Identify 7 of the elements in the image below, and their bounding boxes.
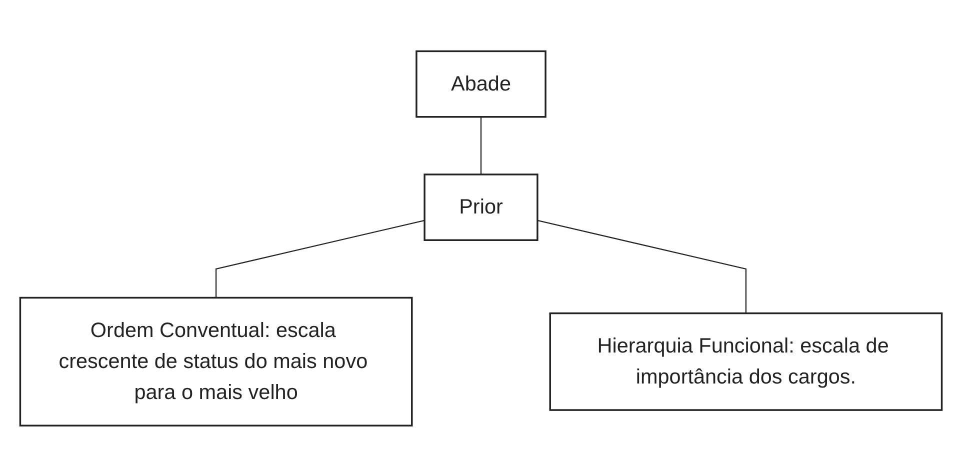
node-box: Ordem Conventual: escala crescente de status do mais novo para o mais velho bbox=[18, 296, 412, 426]
connector bbox=[480, 116, 482, 174]
node-box: Hierarquia Funcional: escala de importância dos cargos. bbox=[548, 312, 942, 410]
node-box: Abade bbox=[415, 50, 546, 118]
connector bbox=[536, 219, 746, 313]
node-box: Prior bbox=[423, 173, 538, 241]
connector bbox=[214, 219, 424, 298]
